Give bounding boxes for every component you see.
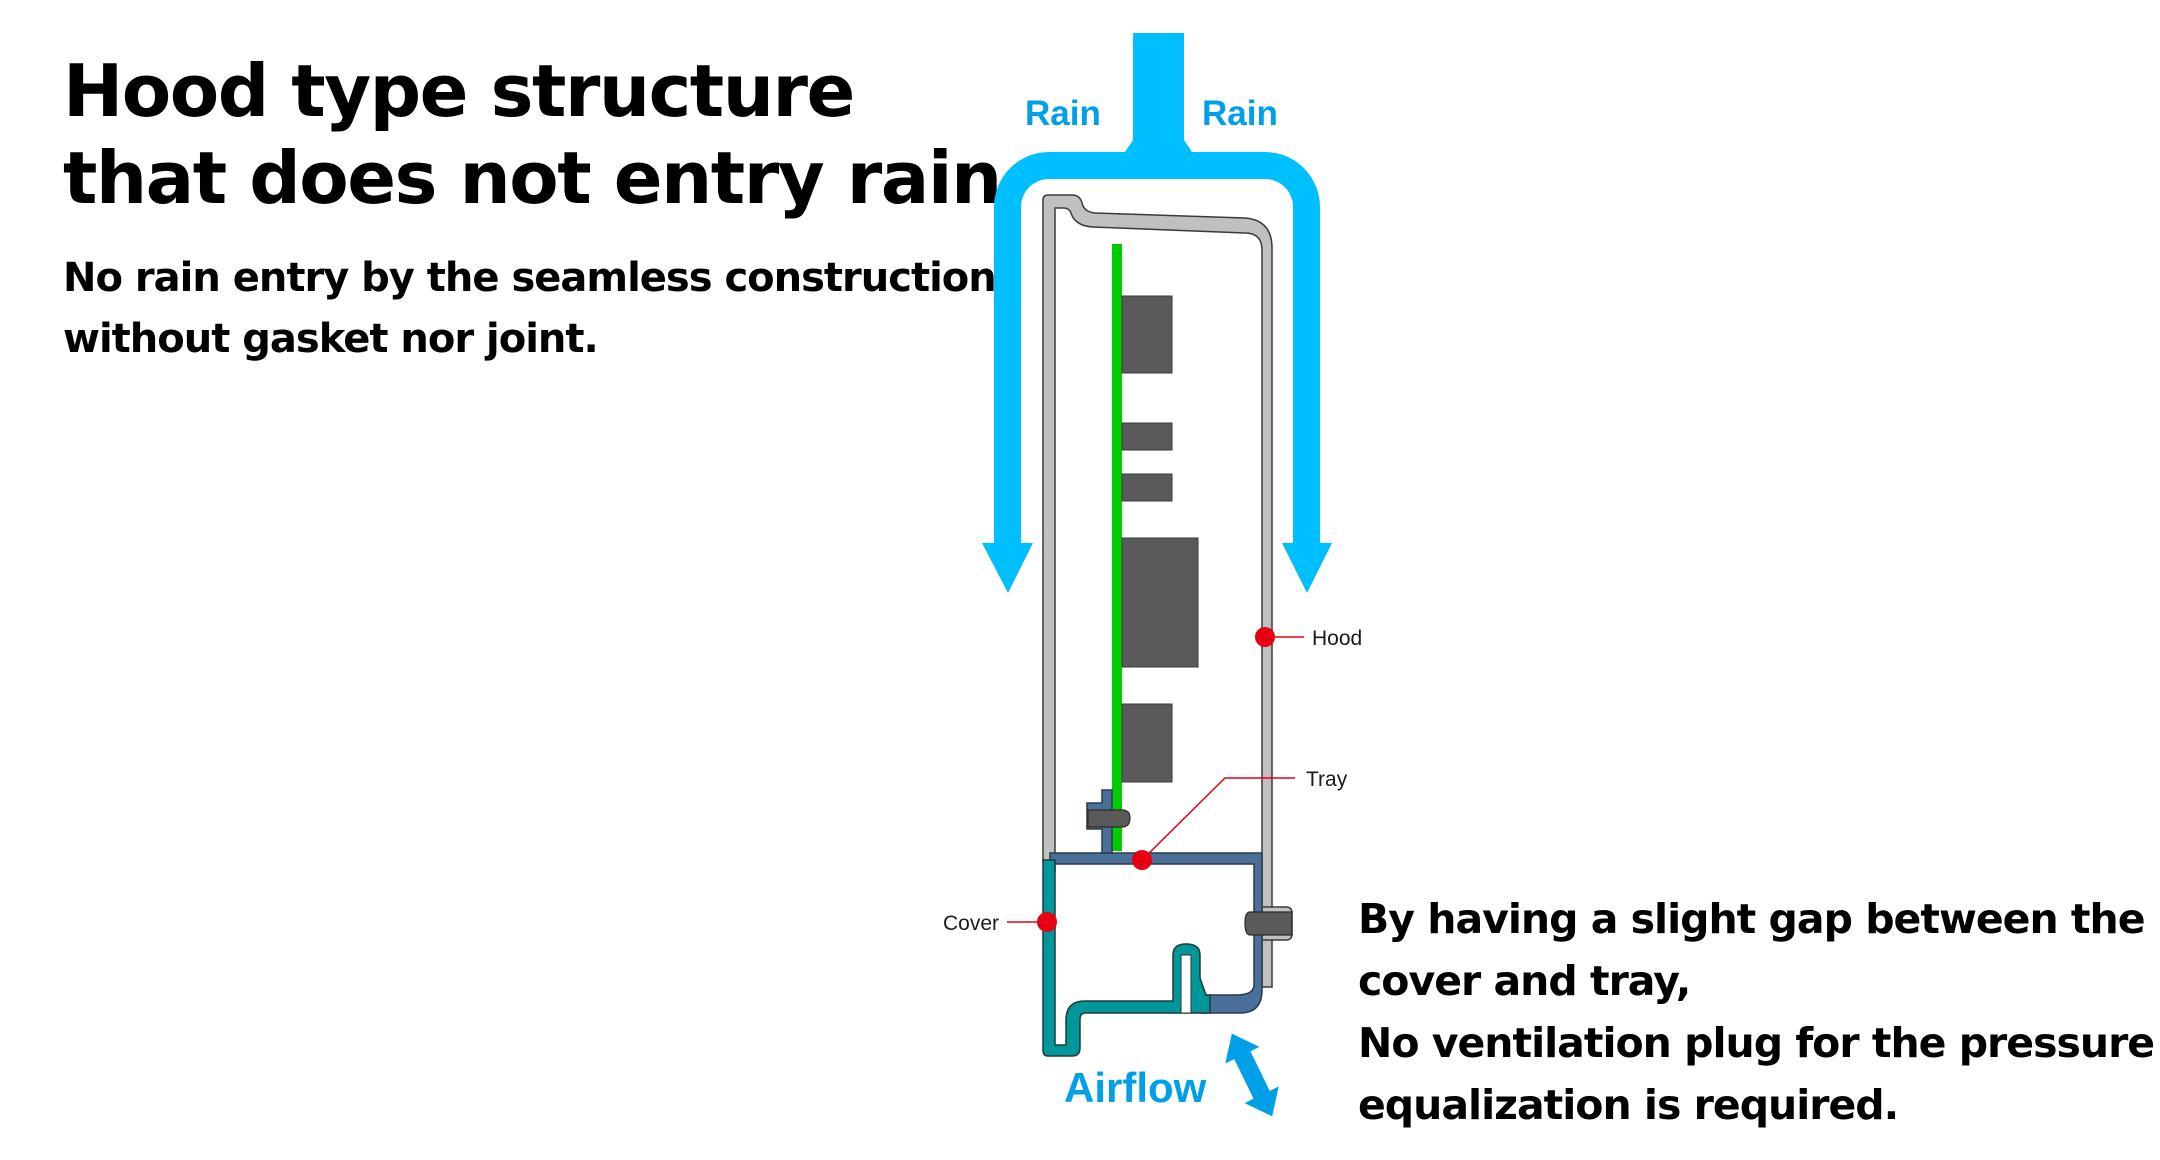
airflow-double-arrow-icon bbox=[1225, 1033, 1279, 1117]
component-3 bbox=[1121, 473, 1173, 502]
components bbox=[1121, 295, 1199, 783]
airflow-label: Airflow bbox=[1064, 1064, 1207, 1111]
component-1 bbox=[1121, 295, 1173, 374]
pcb-board bbox=[1112, 244, 1122, 851]
tray-label: Tray bbox=[1306, 768, 1348, 791]
note-line-4: equalization is required. bbox=[1358, 1081, 1899, 1129]
hood-label: Hood bbox=[1312, 627, 1362, 650]
tray-marker bbox=[1132, 850, 1152, 870]
title-line-2: that does not entry rain. bbox=[63, 136, 1028, 220]
hood-marker bbox=[1255, 627, 1275, 647]
tray-body bbox=[1049, 852, 1263, 1014]
gap-explanation-note: By having a slight gap between the cover… bbox=[1358, 888, 2155, 1136]
cover-fin-slot bbox=[1180, 954, 1192, 1014]
cover-label: Cover bbox=[943, 912, 999, 935]
title-line-1: Hood type structure bbox=[63, 49, 855, 133]
rain-label-right: Rain bbox=[1202, 94, 1278, 133]
subtitle-line-2: without gasket nor joint. bbox=[63, 316, 599, 362]
rain-label-left: Rain bbox=[1025, 94, 1101, 133]
rain-stem bbox=[1125, 33, 1192, 152]
subtitle: No rain entry by the seamless constructi… bbox=[63, 248, 997, 370]
note-line-2: cover and tray, bbox=[1358, 957, 1691, 1005]
hood-shell bbox=[1042, 194, 1273, 988]
screws bbox=[1087, 809, 1293, 936]
subtitle-line-1: No rain entry by the seamless constructi… bbox=[63, 255, 997, 301]
component-5 bbox=[1121, 703, 1173, 783]
cover bbox=[1042, 859, 1211, 1057]
tray bbox=[1049, 789, 1263, 1014]
cover-marker bbox=[1037, 912, 1057, 932]
note-line-1: By having a slight gap between the bbox=[1358, 895, 2146, 943]
rain-flow-arrow bbox=[982, 33, 1332, 594]
rain-split-band bbox=[982, 151, 1332, 594]
part-callouts: Hood Tray Cover bbox=[943, 627, 1362, 935]
tray-leader-line bbox=[1141, 777, 1295, 861]
hood-screw bbox=[1244, 911, 1293, 936]
page-title: Hood type structure that does not entry … bbox=[63, 48, 1028, 222]
component-4 bbox=[1121, 537, 1199, 668]
component-2 bbox=[1121, 422, 1173, 451]
note-line-3: No ventilation plug for the pressure bbox=[1358, 1019, 2155, 1067]
pcb-screw bbox=[1087, 809, 1131, 828]
